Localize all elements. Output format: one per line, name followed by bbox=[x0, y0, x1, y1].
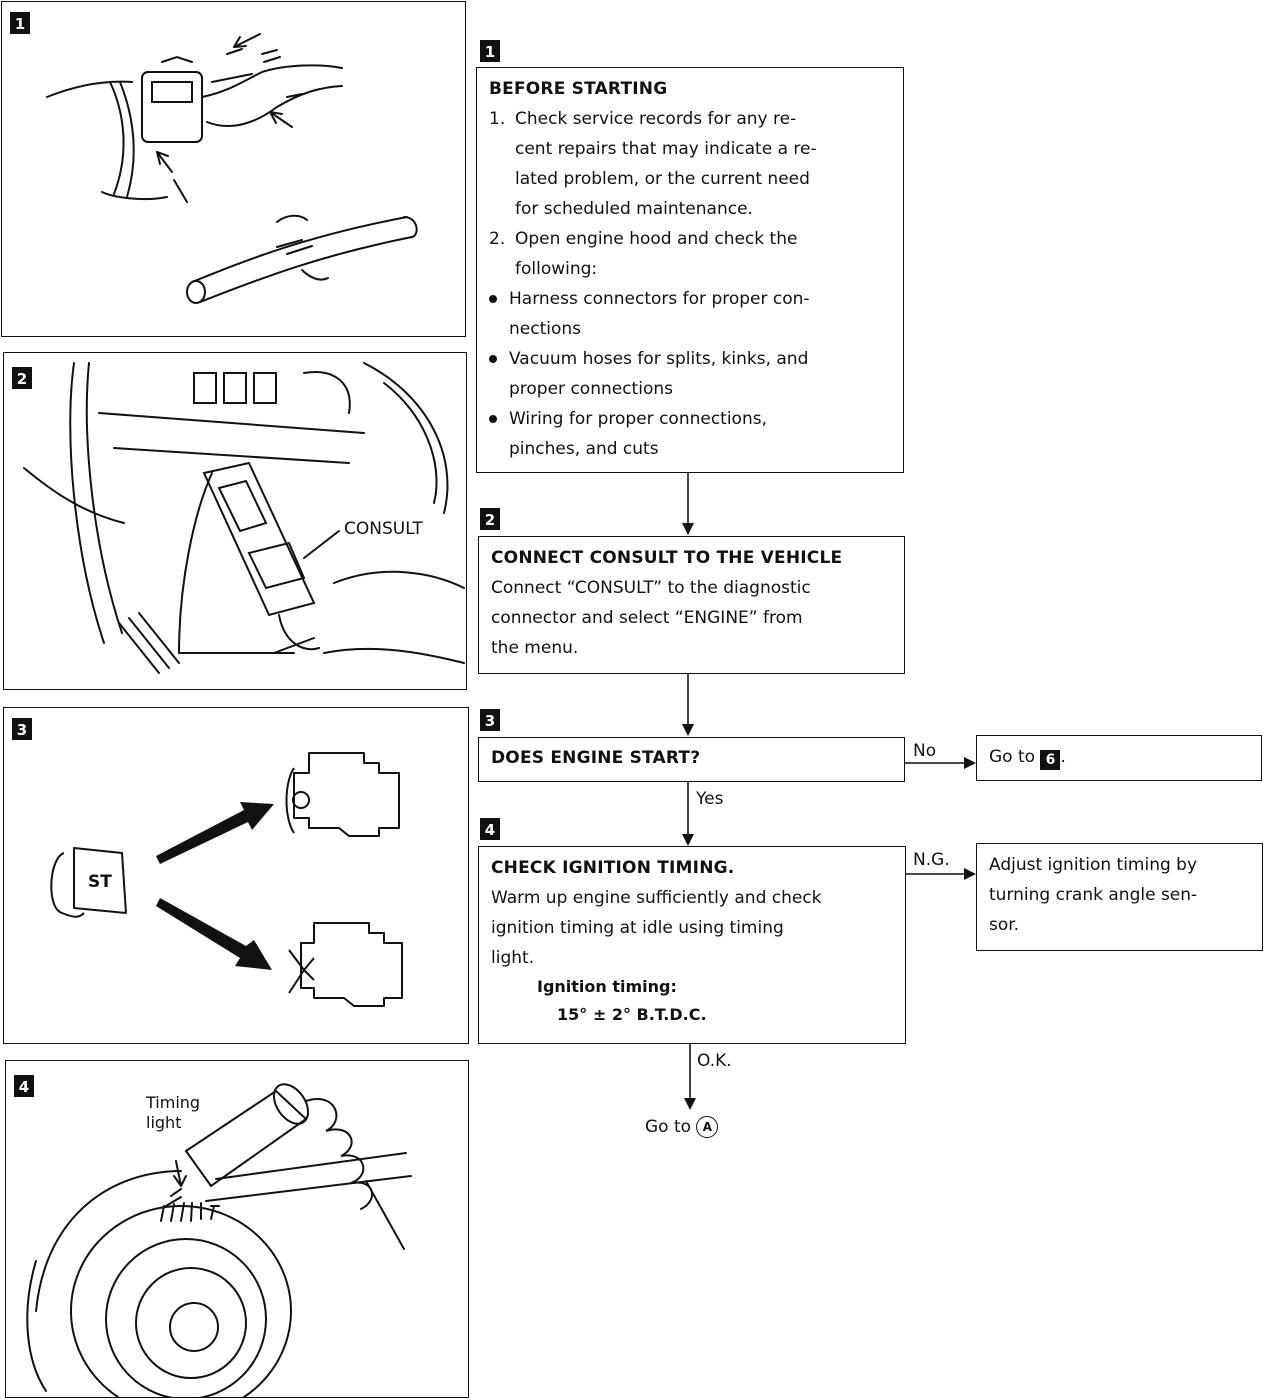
timing-light-illustration bbox=[26, 1083, 412, 1397]
step-label-4: 4 bbox=[480, 818, 500, 840]
check-bullets: Harness connectors for proper con- necti… bbox=[487, 284, 893, 464]
ignition-key-illustration bbox=[50, 752, 403, 1007]
step-label-3: 3 bbox=[480, 709, 500, 731]
check-bullet-item: Vacuum hoses for splits, kinks, and prop… bbox=[487, 344, 893, 404]
panel-label-2: 2 bbox=[12, 367, 32, 389]
key-label: ST bbox=[88, 872, 112, 892]
bullet-dot-icon bbox=[489, 415, 497, 423]
step-title-ignition-timing: CHECK IGNITION TIMING. bbox=[491, 858, 735, 878]
check-bullet-item: Harness connectors for proper con- necti… bbox=[487, 284, 893, 344]
goto-step-6-box: Go to 6. bbox=[976, 735, 1262, 781]
checklist-item: 1. Check service records for any re- cent… bbox=[489, 104, 893, 224]
step-box-before-starting: BEFORE STARTING 1. Check service records … bbox=[476, 67, 904, 473]
step-body-ignition-timing: Warm up engine sufficiently and check ig… bbox=[491, 888, 822, 968]
branch-label-yes: Yes bbox=[696, 789, 724, 809]
step-label-2: 2 bbox=[480, 508, 500, 530]
step-label-1: 1 bbox=[480, 40, 500, 62]
bullet-dot-icon bbox=[489, 355, 497, 363]
ignition-timing-spec-label: Ignition timing: bbox=[537, 977, 677, 996]
step-box-ignition-timing: CHECK IGNITION TIMING. Warm up engine su… bbox=[478, 846, 906, 1044]
checklist-item-text: Check service records for any re- cent r… bbox=[515, 109, 817, 219]
goto-suffix: . bbox=[1060, 747, 1066, 767]
goto-prefix: Go to bbox=[989, 747, 1036, 767]
adjust-timing-box: Adjust ignition timing by turning crank … bbox=[976, 843, 1263, 951]
illustration-panel-3: 3 ST bbox=[3, 707, 469, 1044]
check-bullet-text: Harness connectors for proper con- necti… bbox=[509, 289, 810, 339]
checklist-item-number: 2. bbox=[489, 229, 506, 249]
panel-label-1: 1 bbox=[10, 12, 30, 34]
branch-label-ok: O.K. bbox=[697, 1051, 732, 1071]
step-title-connect-consult: CONNECT CONSULT TO THE VEHICLE bbox=[491, 548, 843, 568]
goto-connector-a: Go to A bbox=[645, 1116, 719, 1138]
goto-a-prefix: Go to bbox=[645, 1117, 692, 1137]
check-bullet-text: Wiring for proper connections, pinches, … bbox=[509, 409, 767, 459]
consult-tool-illustration bbox=[23, 362, 465, 674]
panel-label-4: 4 bbox=[14, 1075, 34, 1097]
step-box-connect-consult: CONNECT CONSULT TO THE VEHICLE Connect “… bbox=[478, 536, 905, 674]
ignition-timing-spec-value: 15° ± 2° B.T.D.C. bbox=[557, 1005, 707, 1024]
connector-ref-a[interactable]: A bbox=[696, 1116, 719, 1138]
step-body-connect-consult: Connect “CONSULT” to the diagnostic conn… bbox=[491, 578, 811, 658]
checklist-item-number: 1. bbox=[489, 109, 506, 129]
bullet-dot-icon bbox=[489, 295, 497, 303]
illustration-panel-1: 1 bbox=[1, 1, 466, 337]
illustration-panel-4: 4 Timing light bbox=[5, 1060, 469, 1398]
check-bullet-item: Wiring for proper connections, pinches, … bbox=[487, 404, 893, 464]
branch-label-no: No bbox=[913, 741, 937, 761]
adjust-timing-text: Adjust ignition timing by turning crank … bbox=[989, 855, 1198, 935]
checklist-item-text: Open engine hood and check the following… bbox=[515, 229, 798, 279]
check-bullet-text: Vacuum hoses for splits, kinks, and prop… bbox=[509, 349, 809, 399]
step-box-engine-start: DOES ENGINE START? bbox=[478, 737, 905, 782]
checklist-items: 1. Check service records for any re- cent… bbox=[489, 104, 893, 284]
timing-light-callout: Timing light bbox=[146, 1093, 201, 1132]
branch-label-ng: N.G. bbox=[913, 850, 950, 870]
panel-label-3: 3 bbox=[12, 718, 32, 740]
goto-step-ref-6[interactable]: 6 bbox=[1040, 750, 1061, 770]
checklist-item: 2. Open engine hood and check the followi… bbox=[489, 224, 893, 284]
connector-hose-illustration bbox=[46, 33, 418, 304]
step-title-before-starting: BEFORE STARTING bbox=[489, 79, 668, 99]
step-title-engine-start: DOES ENGINE START? bbox=[491, 748, 701, 768]
illustration-panel-2: 2 CONSULT bbox=[3, 352, 467, 690]
consult-callout: CONSULT bbox=[344, 519, 423, 539]
